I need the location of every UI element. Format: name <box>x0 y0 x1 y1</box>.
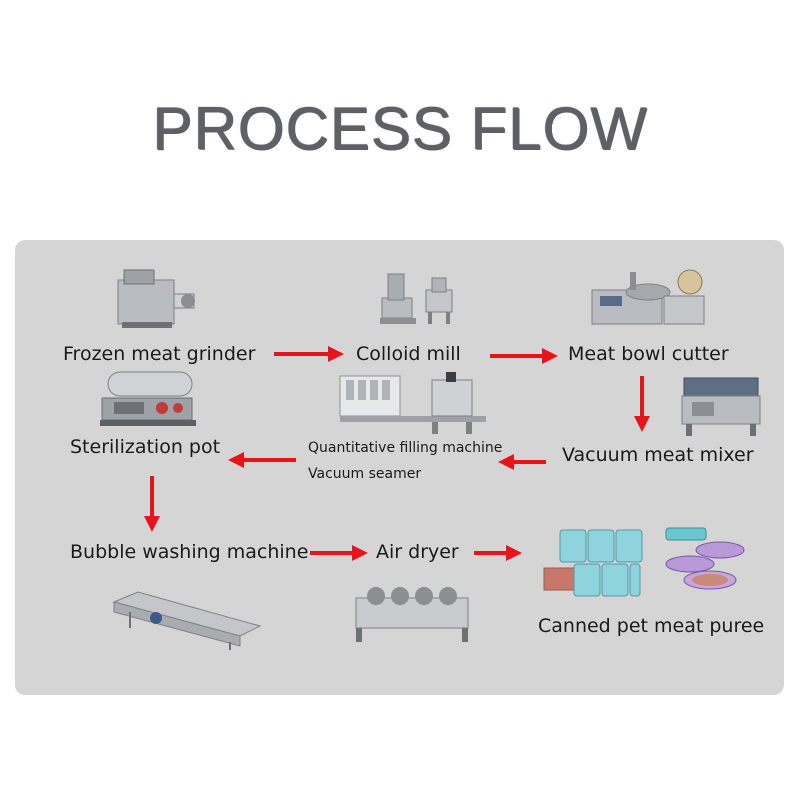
label-colloid-mill: Colloid mill <box>356 343 461 365</box>
label-quantitative-filling-machine: Quantitative filling machine <box>308 440 503 456</box>
frozen-meat-grinder-image <box>117 269 195 328</box>
quantitative-filling-machine-image <box>339 372 486 434</box>
colloid-mill-image <box>380 273 453 324</box>
meat-bowl-cutter-image <box>591 269 705 325</box>
vacuum-meat-mixer-image <box>681 377 761 436</box>
page-title: PROCESS FLOW <box>152 95 648 162</box>
label-meat-bowl-cutter: Meat bowl cutter <box>568 343 729 365</box>
label-bubble-washing-machine: Bubble washing machine <box>70 541 309 563</box>
label-vacuum-seamer: Vacuum seamer <box>308 466 422 482</box>
air-dryer-image <box>355 587 469 642</box>
label-vacuum-meat-mixer: Vacuum meat mixer <box>562 444 754 466</box>
label-air-dryer: Air dryer <box>376 541 459 563</box>
label-frozen-meat-grinder: Frozen meat grinder <box>63 343 256 365</box>
canned-pet-food-image <box>543 527 745 597</box>
sterilization-pot-image <box>100 371 196 426</box>
label-sterilization-pot: Sterilization pot <box>70 436 221 458</box>
label-canned-pet-meat-puree: Canned pet meat puree <box>538 615 765 637</box>
bubble-washing-machine-image <box>112 591 262 650</box>
